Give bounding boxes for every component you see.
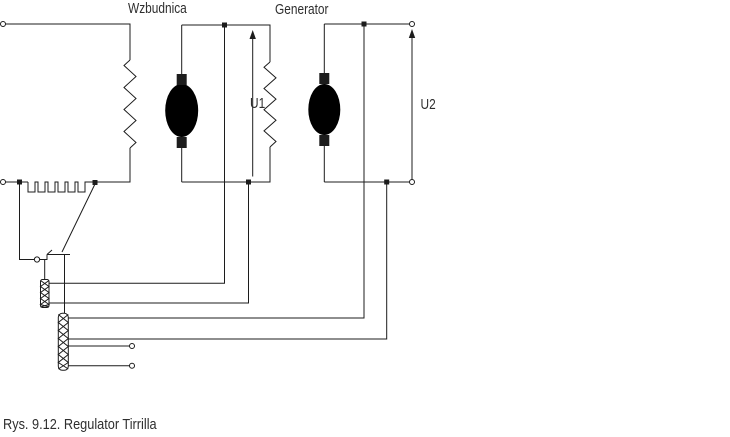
generator-label: Generator <box>275 1 329 17</box>
aux-terminal-1 <box>129 343 135 349</box>
wire <box>19 25 249 367</box>
terminal-bottom-left <box>0 179 6 185</box>
aux-terminal-2 <box>129 362 135 369</box>
terminal-top-left <box>0 21 6 27</box>
shunt-resistor-zigzag <box>263 61 277 148</box>
exciter-label: Wzbudnica <box>128 0 187 16</box>
brush-bottom <box>319 135 330 146</box>
junction-dot <box>17 179 22 185</box>
wire <box>5 23 131 183</box>
u1-arrow <box>249 30 256 177</box>
relay-coil <box>39 279 51 308</box>
u2-arrow <box>408 29 416 180</box>
brush-bottom <box>176 137 187 148</box>
terminal-bottom-right <box>409 179 415 185</box>
caption-group: Rys. 9.12. Regulator Tirrilla <box>3 415 157 432</box>
generator-armature-symbol <box>308 84 341 135</box>
exciter-armature-symbol <box>165 84 199 137</box>
junction-dot <box>361 21 367 27</box>
shunt-resistor <box>263 61 277 148</box>
u2-label-group: U2 <box>421 96 436 112</box>
field-rheostat-comb <box>27 181 88 193</box>
brush-top <box>319 73 330 84</box>
wire <box>68 23 410 340</box>
coil-hatch <box>39 280 50 308</box>
u2-label: U2 <box>421 96 436 112</box>
exciter-field-circuit <box>0 21 137 193</box>
field-resistor <box>123 59 137 149</box>
control-magnet-coil <box>57 312 70 371</box>
generator-label-group: Generator <box>275 1 329 17</box>
relay-mechanism <box>19 25 249 369</box>
junction-dot <box>384 179 390 185</box>
u1-label-group: U1 <box>250 95 265 111</box>
wire <box>181 24 271 183</box>
u1-arrowhead <box>249 30 256 39</box>
armature-pivot <box>33 256 41 263</box>
u2-arrowhead <box>408 29 416 38</box>
exciter-label-group: Wzbudnica <box>128 0 187 16</box>
figure-caption: Rys. 9.12. Regulator Tirrilla <box>3 415 157 432</box>
u1-label: U1 <box>250 95 265 111</box>
coil-hatch <box>57 314 70 370</box>
brush-top <box>176 74 187 85</box>
generator-circuit <box>68 21 415 340</box>
junction-dot <box>92 180 98 185</box>
terminal-top-right <box>409 21 415 27</box>
